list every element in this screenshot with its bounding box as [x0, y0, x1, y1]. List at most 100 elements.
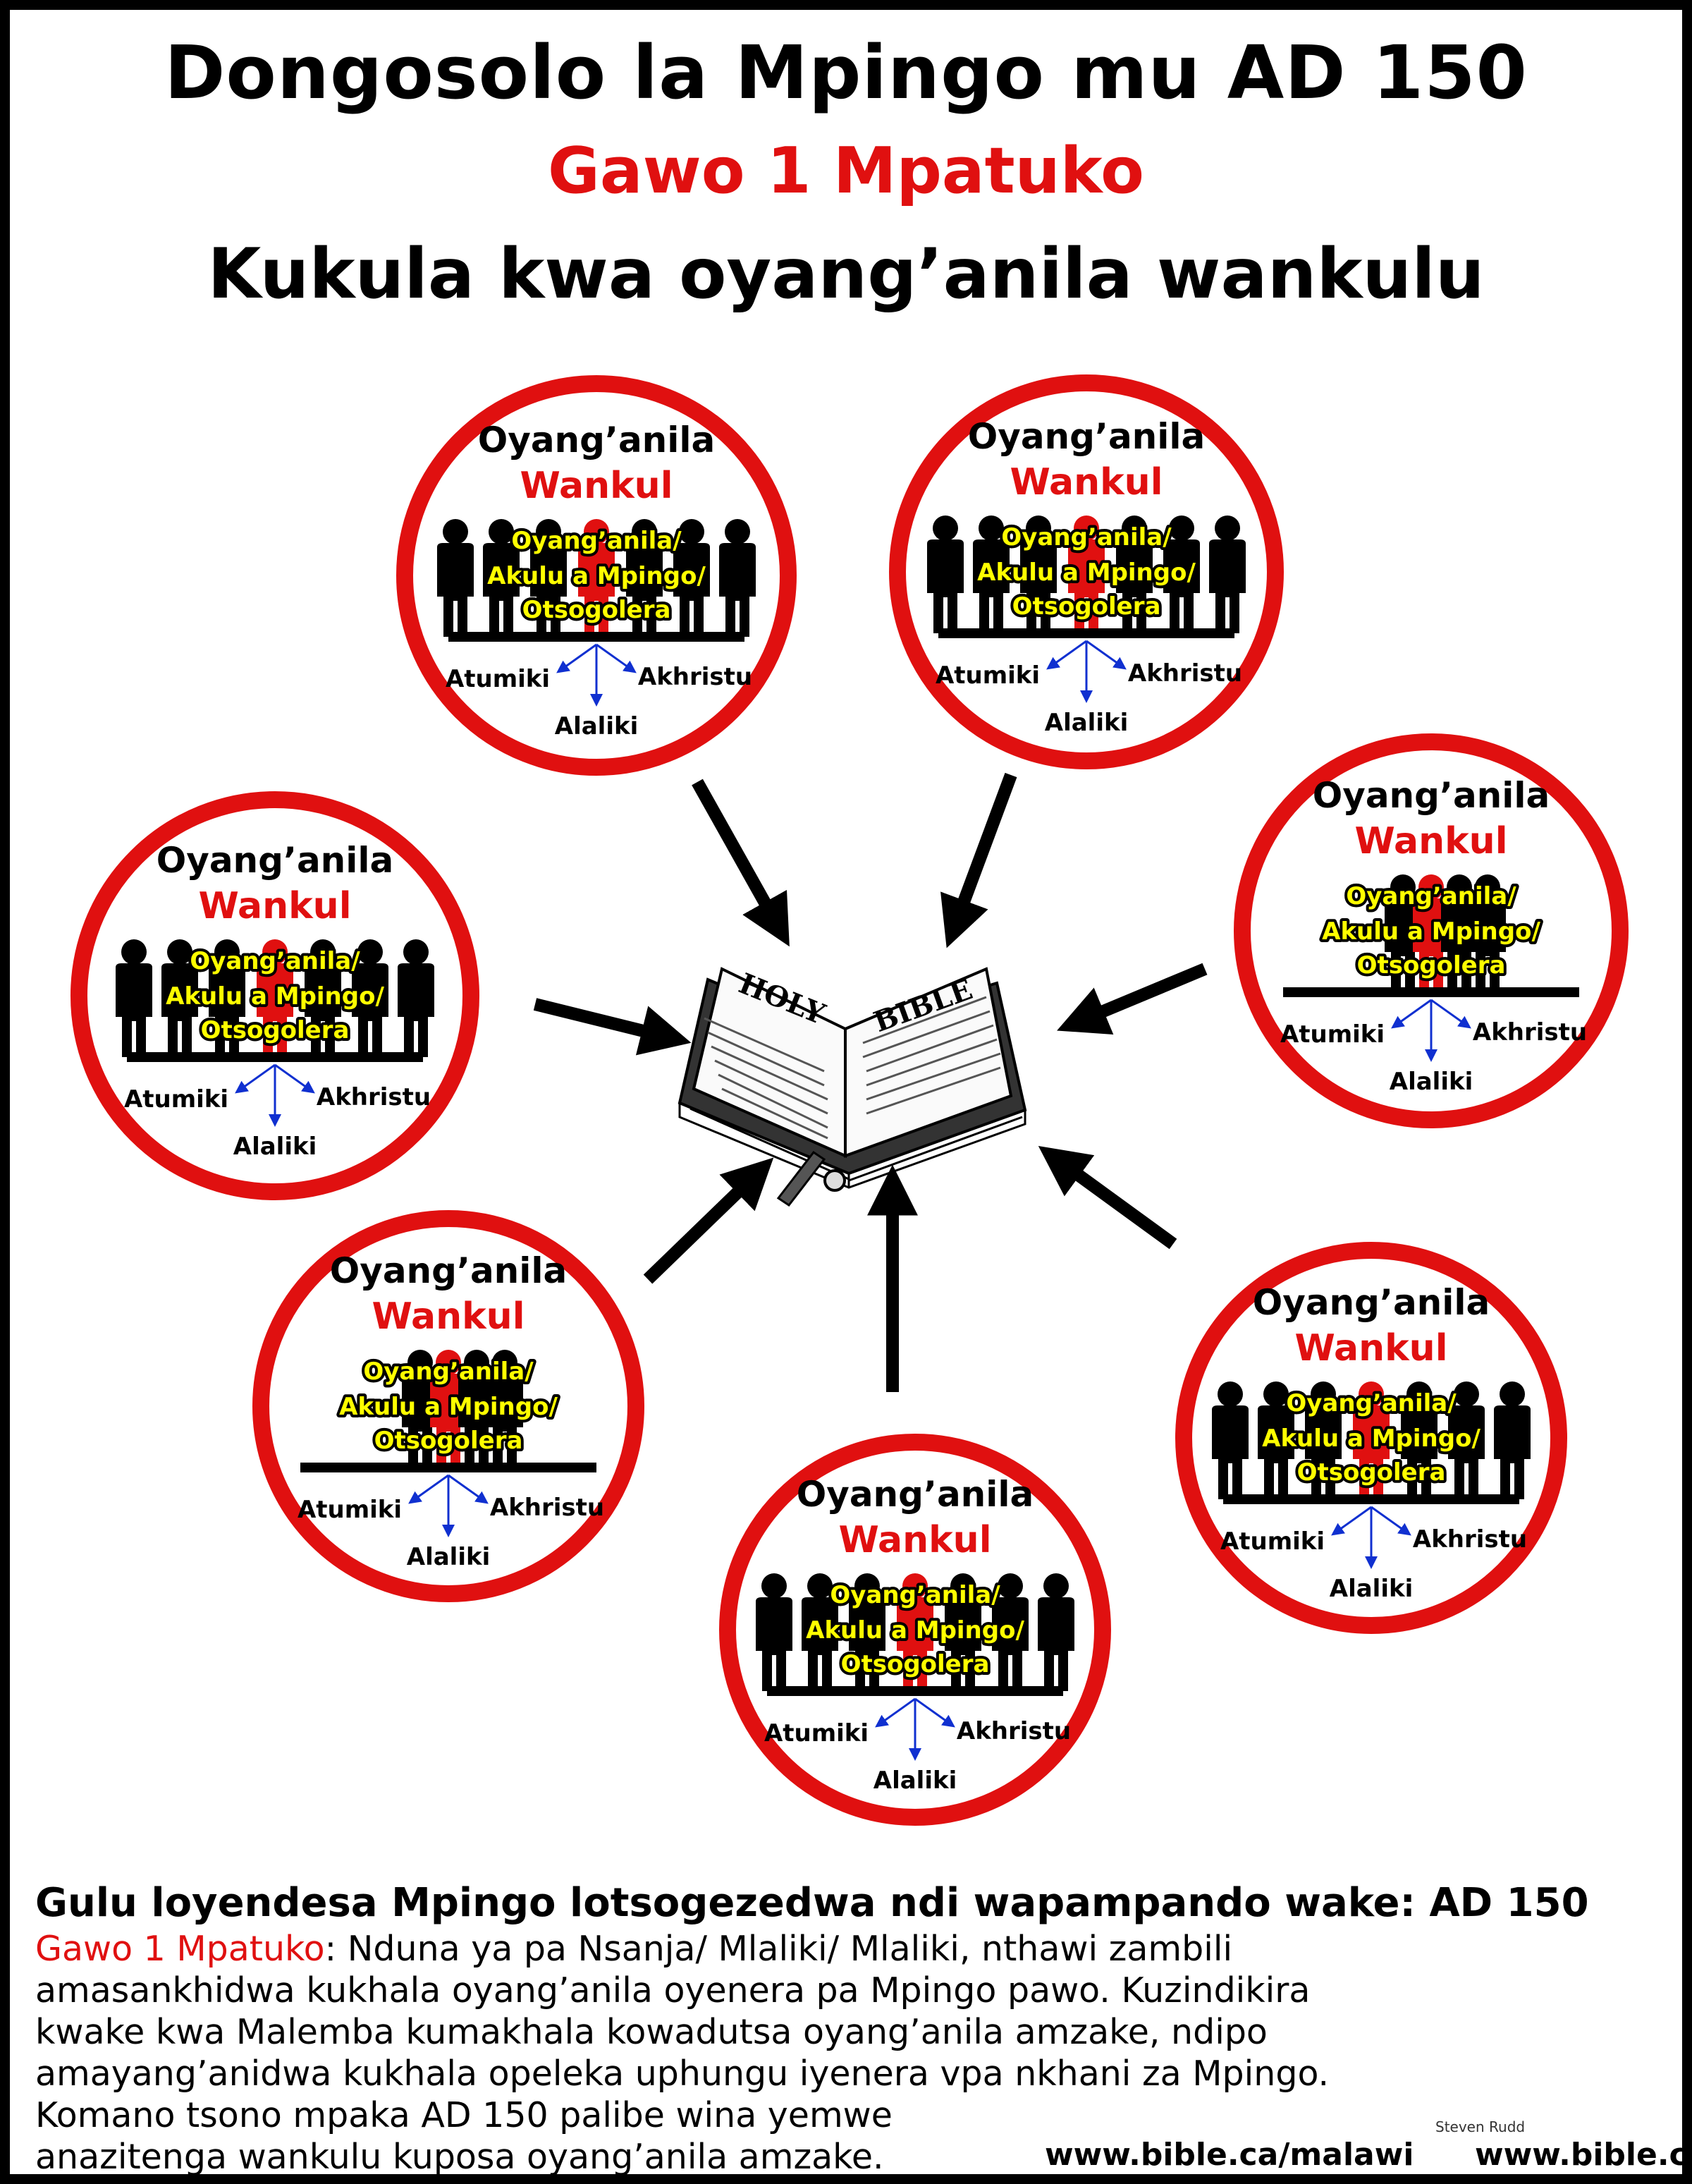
poster: Dongosolo la Mpingo mu AD 150 Gawo 1 Mpa…	[10, 10, 1682, 2174]
group-label-bottom: Alaliki	[873, 1767, 957, 1795]
group-label-right: Akhristu	[957, 1717, 1071, 1745]
yellow-label-3: Otsogolera	[374, 1427, 523, 1455]
group-label-bottom: Alaliki	[1390, 1068, 1473, 1096]
description-highlight: Gawo 1 Mpatuko	[35, 1929, 325, 1969]
yellow-label-2: Akulu a Mpingo/	[339, 1393, 558, 1421]
circle-title: Oyang’anila	[478, 420, 716, 460]
table-bar	[300, 1463, 596, 1472]
description-line: Gawo 1 Mpatuko: Nduna ya pa Nsanja/ Mlal…	[35, 1928, 1671, 1970]
group-label-right: Akhristu	[1473, 1018, 1587, 1047]
yellow-label-2: Akulu a Mpingo/	[977, 559, 1196, 587]
yellow-label-2: Akulu a Mpingo/	[806, 1616, 1024, 1645]
yellow-label-3: Otsogolera	[1357, 951, 1506, 980]
subtitle: Kukula kwa oyang’anila wankulu	[207, 234, 1485, 315]
description-line-3: kwake kwa Malemba kumakhala kowadutsa oy…	[35, 2012, 1268, 2052]
arrow-to-bible	[643, 1157, 774, 1284]
arrow-to-bible	[1038, 1145, 1177, 1250]
yellow-label-1: Oyang’anila/	[830, 1581, 1000, 1609]
footer-link-main[interactable]: www.bible.ca	[1475, 2137, 1682, 2173]
group-label-left: Atumiki	[936, 661, 1040, 690]
yellow-label-2: Akulu a Mpingo/	[166, 982, 384, 1011]
description-heading: Gulu loyendesa Mpingo lotsogezedwa ndi w…	[35, 1880, 1589, 1926]
arrows-to-bible	[533, 772, 1208, 1392]
subtitle-red: Gawo 1 Mpatuko	[548, 134, 1144, 208]
group-label-bottom: Alaliki	[555, 712, 639, 740]
group-label-left: Atumiki	[298, 1496, 402, 1524]
group-label-right: Akhristu	[638, 663, 752, 691]
blue-arrows	[875, 1697, 955, 1761]
group-label-left: Atumiki	[1280, 1020, 1385, 1049]
table-bar	[767, 1686, 1063, 1696]
group-label-right: Akhristu	[490, 1494, 604, 1522]
yellow-label-1: Oyang’anila/	[1001, 523, 1172, 551]
arrow-to-bible	[940, 772, 1017, 948]
arrow-to-bible	[692, 779, 790, 947]
description-line-2: amasankhidwa kukhala oyang’anila oyenera…	[35, 1970, 1311, 2011]
circle-title: Oyang’anila	[797, 1474, 1034, 1515]
holy-bible-icon: HOLY BIBLE	[678, 967, 1027, 1207]
table-bar	[1223, 1494, 1519, 1504]
circle-red-label: Wankul	[1354, 820, 1507, 862]
footer-link-malawi[interactable]: www.bible.ca/malawi	[1045, 2137, 1414, 2173]
circle-title: Oyang’anila	[968, 416, 1206, 457]
description-line-4: amayang’anidwa kukhala opeleka uphungu i…	[35, 2054, 1330, 2094]
blue-arrows	[408, 1474, 489, 1537]
circle-title: Oyang’anila	[1313, 775, 1550, 816]
group-label-bottom: Alaliki	[233, 1133, 317, 1161]
circle-red-label: Wankul	[1010, 461, 1163, 504]
group-label-left: Atumiki	[124, 1085, 228, 1114]
yellow-label-1: Oyang’anila/	[363, 1358, 534, 1386]
table-bar	[1283, 987, 1579, 997]
circle-title: Oyang’anila	[1253, 1282, 1490, 1323]
circle-red-label: Wankul	[1294, 1327, 1447, 1369]
group-label-left: Atumiki	[764, 1719, 869, 1747]
yellow-label-2: Akulu a Mpingo/	[1262, 1425, 1480, 1453]
group-label-left: Atumiki	[1220, 1527, 1325, 1556]
author-signature: Steven Rudd	[1435, 2118, 1526, 2135]
circle-red-label: Wankul	[198, 885, 351, 927]
group-label-bottom: Alaliki	[1330, 1575, 1414, 1603]
table-bar	[127, 1052, 423, 1062]
arrow-to-bible	[1057, 963, 1208, 1035]
group-label-right: Akhristu	[1128, 659, 1242, 688]
blue-arrows	[235, 1063, 315, 1127]
description-line-1: : Nduna ya pa Nsanja/ Mlaliki/ Mlaliki, …	[324, 1929, 1233, 1969]
group-label-bottom: Alaliki	[1045, 709, 1129, 737]
main-title: Dongosolo la Mpingo mu AD 150	[164, 30, 1528, 116]
blue-arrows	[1331, 1506, 1411, 1569]
yellow-label-2: Akulu a Mpingo/	[1322, 917, 1540, 946]
description-line-5: Komano tsono mpaka AD 150 palibe wina ye…	[35, 2095, 893, 2135]
yellow-label-1: Oyang’anila/	[511, 527, 682, 555]
yellow-label-3: Otsogolera	[1012, 592, 1161, 621]
table-bar	[938, 628, 1234, 638]
yellow-label-1: Oyang’anila/	[1346, 882, 1516, 910]
blue-arrows	[556, 643, 637, 707]
circle-title: Oyang’anila	[330, 1250, 568, 1291]
arrow-to-bible	[533, 998, 692, 1056]
circle-red-label: Wankul	[838, 1519, 991, 1561]
group-label-left: Atumiki	[446, 665, 550, 693]
blue-arrows	[1391, 999, 1471, 1062]
circle-red-label: Wankul	[372, 1295, 525, 1338]
yellow-label-3: Otsogolera	[201, 1016, 350, 1044]
table-bar	[448, 632, 744, 642]
yellow-label-2: Akulu a Mpingo/	[487, 562, 706, 590]
yellow-label-3: Otsogolera	[1297, 1458, 1446, 1487]
group-label-bottom: Alaliki	[407, 1543, 491, 1571]
yellow-label-3: Otsogolera	[841, 1650, 990, 1678]
description-block: Gulu loyendesa Mpingo lotsogezedwa ndi w…	[35, 1879, 1671, 2174]
circle-title: Oyang’anila	[157, 840, 394, 881]
yellow-label-1: Oyang’anila/	[1286, 1389, 1457, 1417]
description-line-6: anazitenga wankulu kuposa oyang’anila am…	[35, 2137, 884, 2174]
yellow-label-1: Oyang’anila/	[190, 947, 360, 975]
group-label-right: Akhristu	[1413, 1525, 1527, 1554]
